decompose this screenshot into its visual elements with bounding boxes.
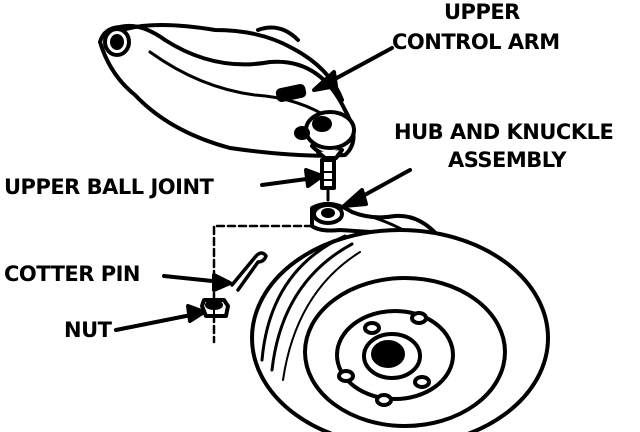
hub-knuckle-assembly bbox=[250, 201, 550, 432]
nut-leader bbox=[114, 312, 198, 332]
arrowhead-icon bbox=[212, 273, 232, 292]
hub-knuckle-label-line2: ASSEMBLY bbox=[448, 148, 567, 172]
nut bbox=[200, 298, 230, 318]
hub-knuckle-label-line1: HUB AND KNUCKLE bbox=[394, 120, 614, 144]
upper-ball-joint bbox=[316, 148, 344, 202]
arrowhead-icon bbox=[186, 304, 206, 323]
cotter-pin-label: COTTER PIN bbox=[4, 262, 141, 286]
upper-control-arm-label-line1: UPPER bbox=[444, 0, 520, 24]
arrowhead-icon bbox=[342, 188, 368, 208]
arrowhead-icon bbox=[304, 168, 324, 188]
arrowhead-icon bbox=[312, 70, 338, 92]
upper-control-arm-label-line2: CONTROL ARM bbox=[392, 30, 560, 54]
nut-label: NUT bbox=[64, 318, 112, 342]
leader-arrows bbox=[114, 46, 412, 332]
upper-ball-joint-label: UPPER BALL JOINT bbox=[4, 175, 214, 199]
cotter-pin bbox=[230, 251, 268, 292]
upper-control-arm bbox=[98, 23, 356, 158]
